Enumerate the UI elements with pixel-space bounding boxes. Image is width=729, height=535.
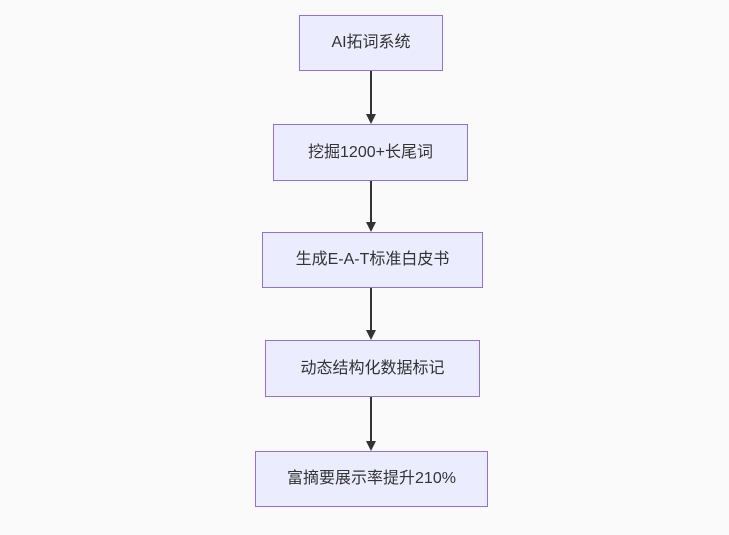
node-label: AI拓词系统 <box>331 34 411 52</box>
arrowhead-icon <box>366 330 376 340</box>
flow-node-structured-data-markup: 动态结构化数据标记 <box>265 340 480 397</box>
arrow-line <box>370 397 372 442</box>
arrowhead-icon <box>366 222 376 232</box>
arrow-line <box>370 71 372 115</box>
node-label: 富摘要展示率提升210% <box>287 470 456 488</box>
arrow-line <box>370 181 372 223</box>
flow-node-longtail-mining: 挖掘1200+长尾词 <box>273 124 468 181</box>
flow-node-eat-whitepaper: 生成E-A-T标准白皮书 <box>262 232 483 288</box>
arrowhead-icon <box>366 114 376 124</box>
node-label: 生成E-A-T标准白皮书 <box>295 251 450 269</box>
node-label: 动态结构化数据标记 <box>300 359 445 377</box>
arrowhead-icon <box>366 441 376 451</box>
arrow-line <box>370 288 372 331</box>
flow-node-rich-snippet-result: 富摘要展示率提升210% <box>255 451 488 507</box>
flow-node-ai-expansion-system: AI拓词系统 <box>299 15 443 71</box>
node-label: 挖掘1200+长尾词 <box>308 143 433 161</box>
